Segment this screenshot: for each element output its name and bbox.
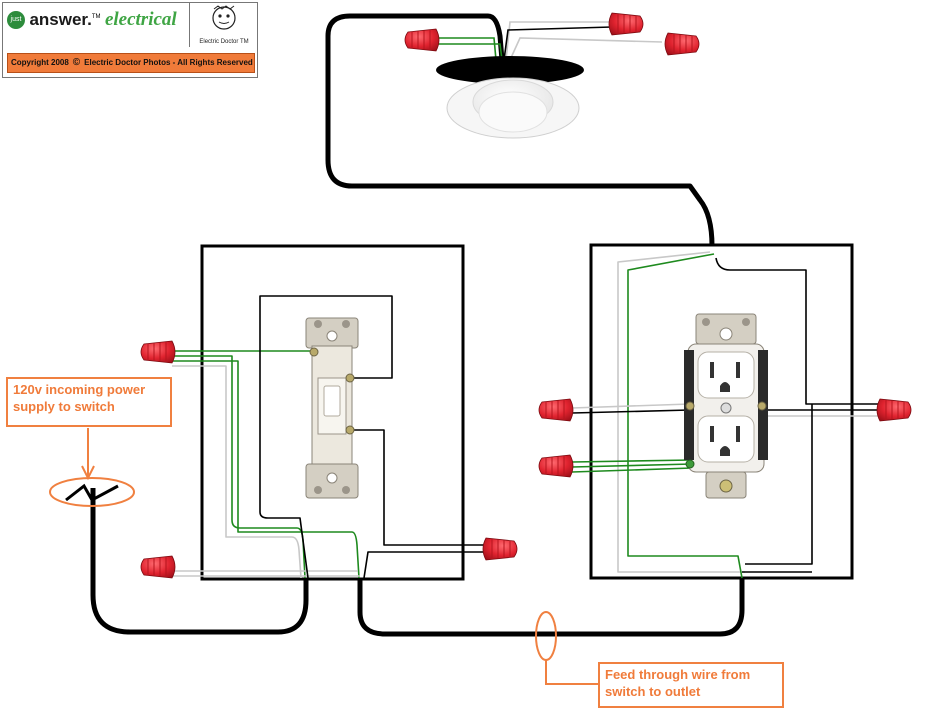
copyright-left: Copyright 2008 (11, 58, 69, 67)
brand-badge: just (7, 11, 25, 29)
brand-main: answer. (29, 10, 92, 29)
fixture-wires (438, 21, 663, 61)
feed-callout-line2: switch to outlet (605, 684, 701, 699)
wire-nut-icon (140, 555, 176, 579)
brand-header: just answer.TM electrical Electric Docto… (2, 2, 258, 78)
copyright-right: Electric Doctor Photos - All Rights Rese… (84, 58, 253, 67)
brand-logo: just answer.TM electrical (7, 9, 177, 31)
brand-sub: electrical (104, 9, 177, 30)
brand-tm: TM (91, 13, 101, 20)
cable-incoming-power (90, 488, 309, 635)
feed-annotation (535, 611, 598, 685)
duplex-outlet-icon (684, 313, 768, 499)
incoming-callout-line2: supply to switch (13, 399, 115, 414)
doctor-caption: Electric Doctor TM (199, 39, 249, 45)
ceiling-light-icon (436, 56, 584, 139)
outlet-box-wires (571, 251, 880, 579)
cable-feed-through (357, 578, 745, 637)
light-switch-icon (305, 317, 359, 499)
outlet-box (589, 243, 854, 580)
wire-nut-icon (140, 340, 176, 364)
copyright-symbol: © (72, 57, 81, 68)
incoming-power-callout: 120v incoming power supply to switch (6, 377, 172, 427)
wire-nut-icon (482, 537, 518, 561)
wire-nut-icon (538, 398, 574, 422)
wire-nut-icon (404, 28, 440, 52)
feed-callout-line1: Feed through wire from (605, 667, 751, 682)
switch-box (200, 244, 465, 581)
wire-nut-icon (538, 454, 574, 478)
wire-nut-icon (876, 398, 912, 422)
switch-box-wires (172, 295, 486, 579)
wire-nut-icon (664, 32, 700, 56)
copyright-bar: Copyright 2008©Electric Doctor Photos - … (7, 53, 255, 73)
cable-switch-to-light (325, 13, 715, 247)
incoming-annotation (49, 428, 135, 507)
wire-nut-icon (608, 12, 644, 36)
incoming-callout-line1: 120v incoming power (13, 382, 146, 397)
doctor-icon (212, 5, 236, 30)
feed-through-callout: Feed through wire from switch to outlet (598, 662, 784, 708)
doctor-logo: Electric Doctor TM (189, 3, 257, 47)
